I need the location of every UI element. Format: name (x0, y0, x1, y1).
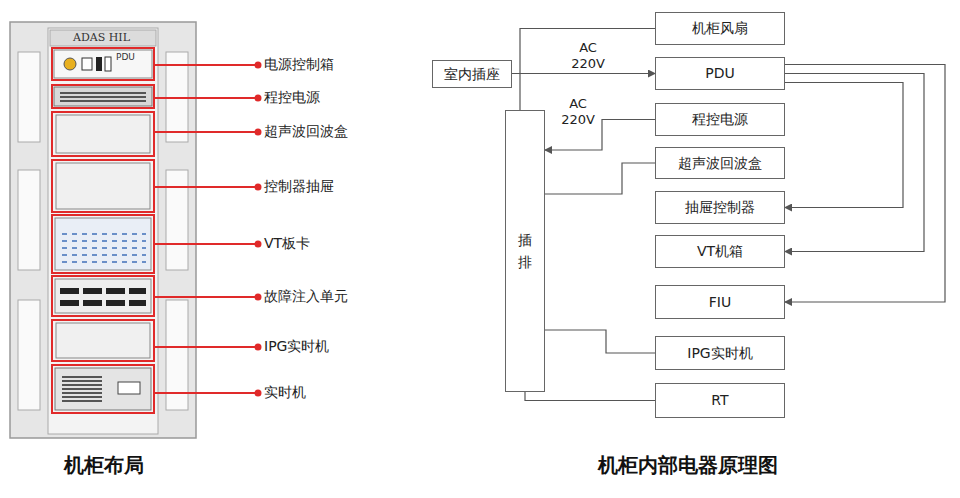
callout-label: 实时机 (264, 384, 306, 402)
ipg-realtime (56, 323, 150, 358)
node-text: 插排 (518, 229, 532, 274)
cabinet-header (50, 30, 156, 46)
side-panels (18, 52, 188, 410)
node-text: PDU (705, 65, 734, 82)
node-text: VT机箱 (697, 243, 743, 260)
edge-label: AC 220V (566, 40, 610, 73)
connector-line (785, 83, 903, 208)
edge-label: AC 220V (556, 96, 600, 129)
power-strip: 插排 (505, 110, 545, 392)
callout-label: VT板卡 (264, 235, 310, 253)
socket-box: 室内插座 (432, 60, 512, 88)
unit-box: 抽屉控制器 (655, 191, 785, 224)
echo-box (56, 115, 150, 153)
cabinet-brand: ADAS HIL (73, 31, 130, 44)
callout-label: 超声波回波盒 (264, 123, 348, 141)
panel-text: PDU (116, 52, 135, 62)
unit-box: IPG实时机 (655, 336, 785, 370)
callout-label: 程控电源 (264, 89, 320, 107)
power-control-box (54, 50, 152, 78)
connector-line (512, 73, 655, 74)
connector-line (545, 330, 655, 353)
node-text: FIU (709, 294, 731, 311)
unit-box: VT机箱 (655, 235, 785, 268)
caption-text: 机柜内部电器原理图 (598, 452, 778, 479)
callout-label: 故障注入单元 (264, 288, 348, 306)
cabinet-frame (10, 22, 196, 438)
callout-label: 控制器抽屉 (264, 178, 334, 196)
caption-text: 机柜布局 (64, 452, 144, 479)
unit-box: FIU (655, 285, 785, 319)
vt-card (55, 218, 151, 270)
unit-box: PDU (655, 57, 785, 90)
connector-line (525, 392, 655, 401)
connector-line (785, 74, 924, 252)
leader-lines (154, 63, 261, 396)
node-text: 程控电源 (692, 111, 748, 128)
fault-injection-unit (55, 279, 151, 313)
highlight-frames (52, 48, 154, 413)
realtime-machine (55, 368, 151, 410)
node-text: RT (711, 392, 728, 409)
rack-bay (48, 28, 158, 434)
controller-drawer (56, 163, 150, 209)
connector-line (545, 163, 655, 194)
programmable-power (54, 87, 152, 106)
callout-label: IPG实时机 (264, 338, 329, 356)
node-text: 室内插座 (444, 66, 500, 83)
unit-box: 超声波回波盒 (655, 147, 785, 179)
node-text: 机柜风扇 (692, 20, 748, 37)
callout-label: 电源控制箱 (264, 56, 334, 74)
node-text: 抽屉控制器 (685, 199, 755, 216)
connector-line (785, 65, 945, 303)
node-text: IPG实时机 (687, 345, 752, 362)
unit-box: 机柜风扇 (655, 12, 785, 45)
unit-box: 程控电源 (655, 103, 785, 136)
node-text: 超声波回波盒 (678, 155, 762, 172)
unit-box: RT (655, 383, 785, 418)
